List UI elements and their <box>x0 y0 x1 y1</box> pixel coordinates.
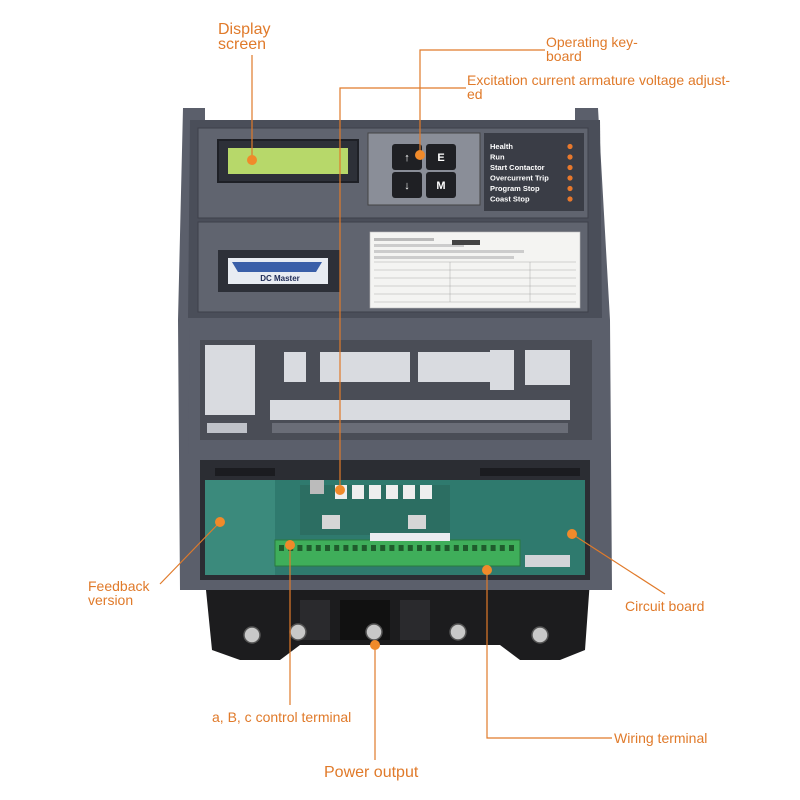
callout-operating-keyboard-line2: board <box>546 48 582 64</box>
callout-wiring-terminal: Wiring terminal <box>614 730 708 746</box>
status-led-label: Run <box>490 153 505 162</box>
status-led-label: Program Stop <box>490 184 540 193</box>
terminal-slot <box>297 545 303 551</box>
terminal-slot <box>463 545 468 551</box>
key-up: ↑ <box>404 152 410 164</box>
callout-display-screen: Display screen <box>218 21 271 53</box>
heatsink <box>205 580 590 660</box>
callout-display-screen-line2: screen <box>218 36 267 53</box>
terminal-slot <box>490 545 496 551</box>
terminal-slot <box>426 545 432 551</box>
terminal-slot <box>343 545 349 551</box>
callout-excitation-adjust-line2: ed <box>467 86 483 102</box>
circuit-board <box>200 460 590 580</box>
brand-plate: DC Master <box>218 250 340 292</box>
key-m: M <box>436 180 445 192</box>
terminal-slot <box>371 545 376 551</box>
callout-excitation-adjust-line1: Excitation current armature voltage adju… <box>467 72 731 88</box>
terminal-slot <box>279 545 284 551</box>
terminal-slot <box>334 545 340 551</box>
keypad: ↑ E ↓ M <box>367 132 481 206</box>
callout-circuit-board: Circuit board <box>625 598 705 614</box>
terminal-slot <box>315 545 321 551</box>
key-e: E <box>437 152 444 164</box>
callout-feedback-version-line1: Feedback <box>88 578 150 594</box>
callout-operating-keyboard-line1: Operating key- <box>546 34 638 50</box>
terminal-slot <box>472 545 478 551</box>
status-led-indicator <box>567 154 573 160</box>
callout-excitation-adjust: Excitation current armature voltage adju… <box>467 73 730 101</box>
callout-display-screen-line1: Display <box>218 21 271 38</box>
status-led-label: Start Contactor <box>490 163 545 172</box>
terminal-slot <box>453 545 459 551</box>
terminal-slot <box>398 545 404 551</box>
terminal-slot <box>417 545 422 551</box>
lcd-display <box>217 139 359 183</box>
terminal-slot <box>481 545 487 551</box>
status-led-indicator <box>567 143 573 150</box>
callout-feedback-version: Feedback version <box>88 579 149 607</box>
terminal-slot <box>389 545 395 551</box>
terminal-slot <box>407 545 413 551</box>
key-down: ↓ <box>404 180 410 192</box>
status-led-indicator <box>567 175 573 181</box>
power-terminal-bolts <box>243 623 549 644</box>
callout-control-terminal: a, B, c control terminal <box>212 709 352 725</box>
terminal-slot <box>435 545 441 551</box>
status-led-label: Health <box>490 142 513 151</box>
status-led-indicator <box>567 164 573 171</box>
rating-label <box>369 231 581 309</box>
terminal-slot <box>361 545 367 551</box>
terminal-slot <box>380 545 386 551</box>
terminal-slot <box>306 545 312 551</box>
status-led-label: Overcurrent Trip <box>490 174 549 183</box>
callout-power-output: Power output <box>324 764 419 781</box>
terminal-slot <box>352 545 358 551</box>
calibration-panel <box>188 318 600 455</box>
leader-lines <box>159 49 666 760</box>
callout-feedback-version-line2: version <box>88 592 134 608</box>
terminal-slot <box>325 545 330 551</box>
callout-dots <box>215 150 577 650</box>
status-led-label: Coast Stop <box>490 195 530 204</box>
status-led-indicator <box>567 185 573 192</box>
terminal-slot <box>499 545 505 551</box>
status-led-indicator <box>567 196 573 202</box>
brand-plate-text: DC Master <box>260 274 300 283</box>
terminal-slot <box>509 545 514 551</box>
terminal-slot <box>444 545 450 551</box>
callout-operating-keyboard: Operating key- board <box>546 35 638 63</box>
